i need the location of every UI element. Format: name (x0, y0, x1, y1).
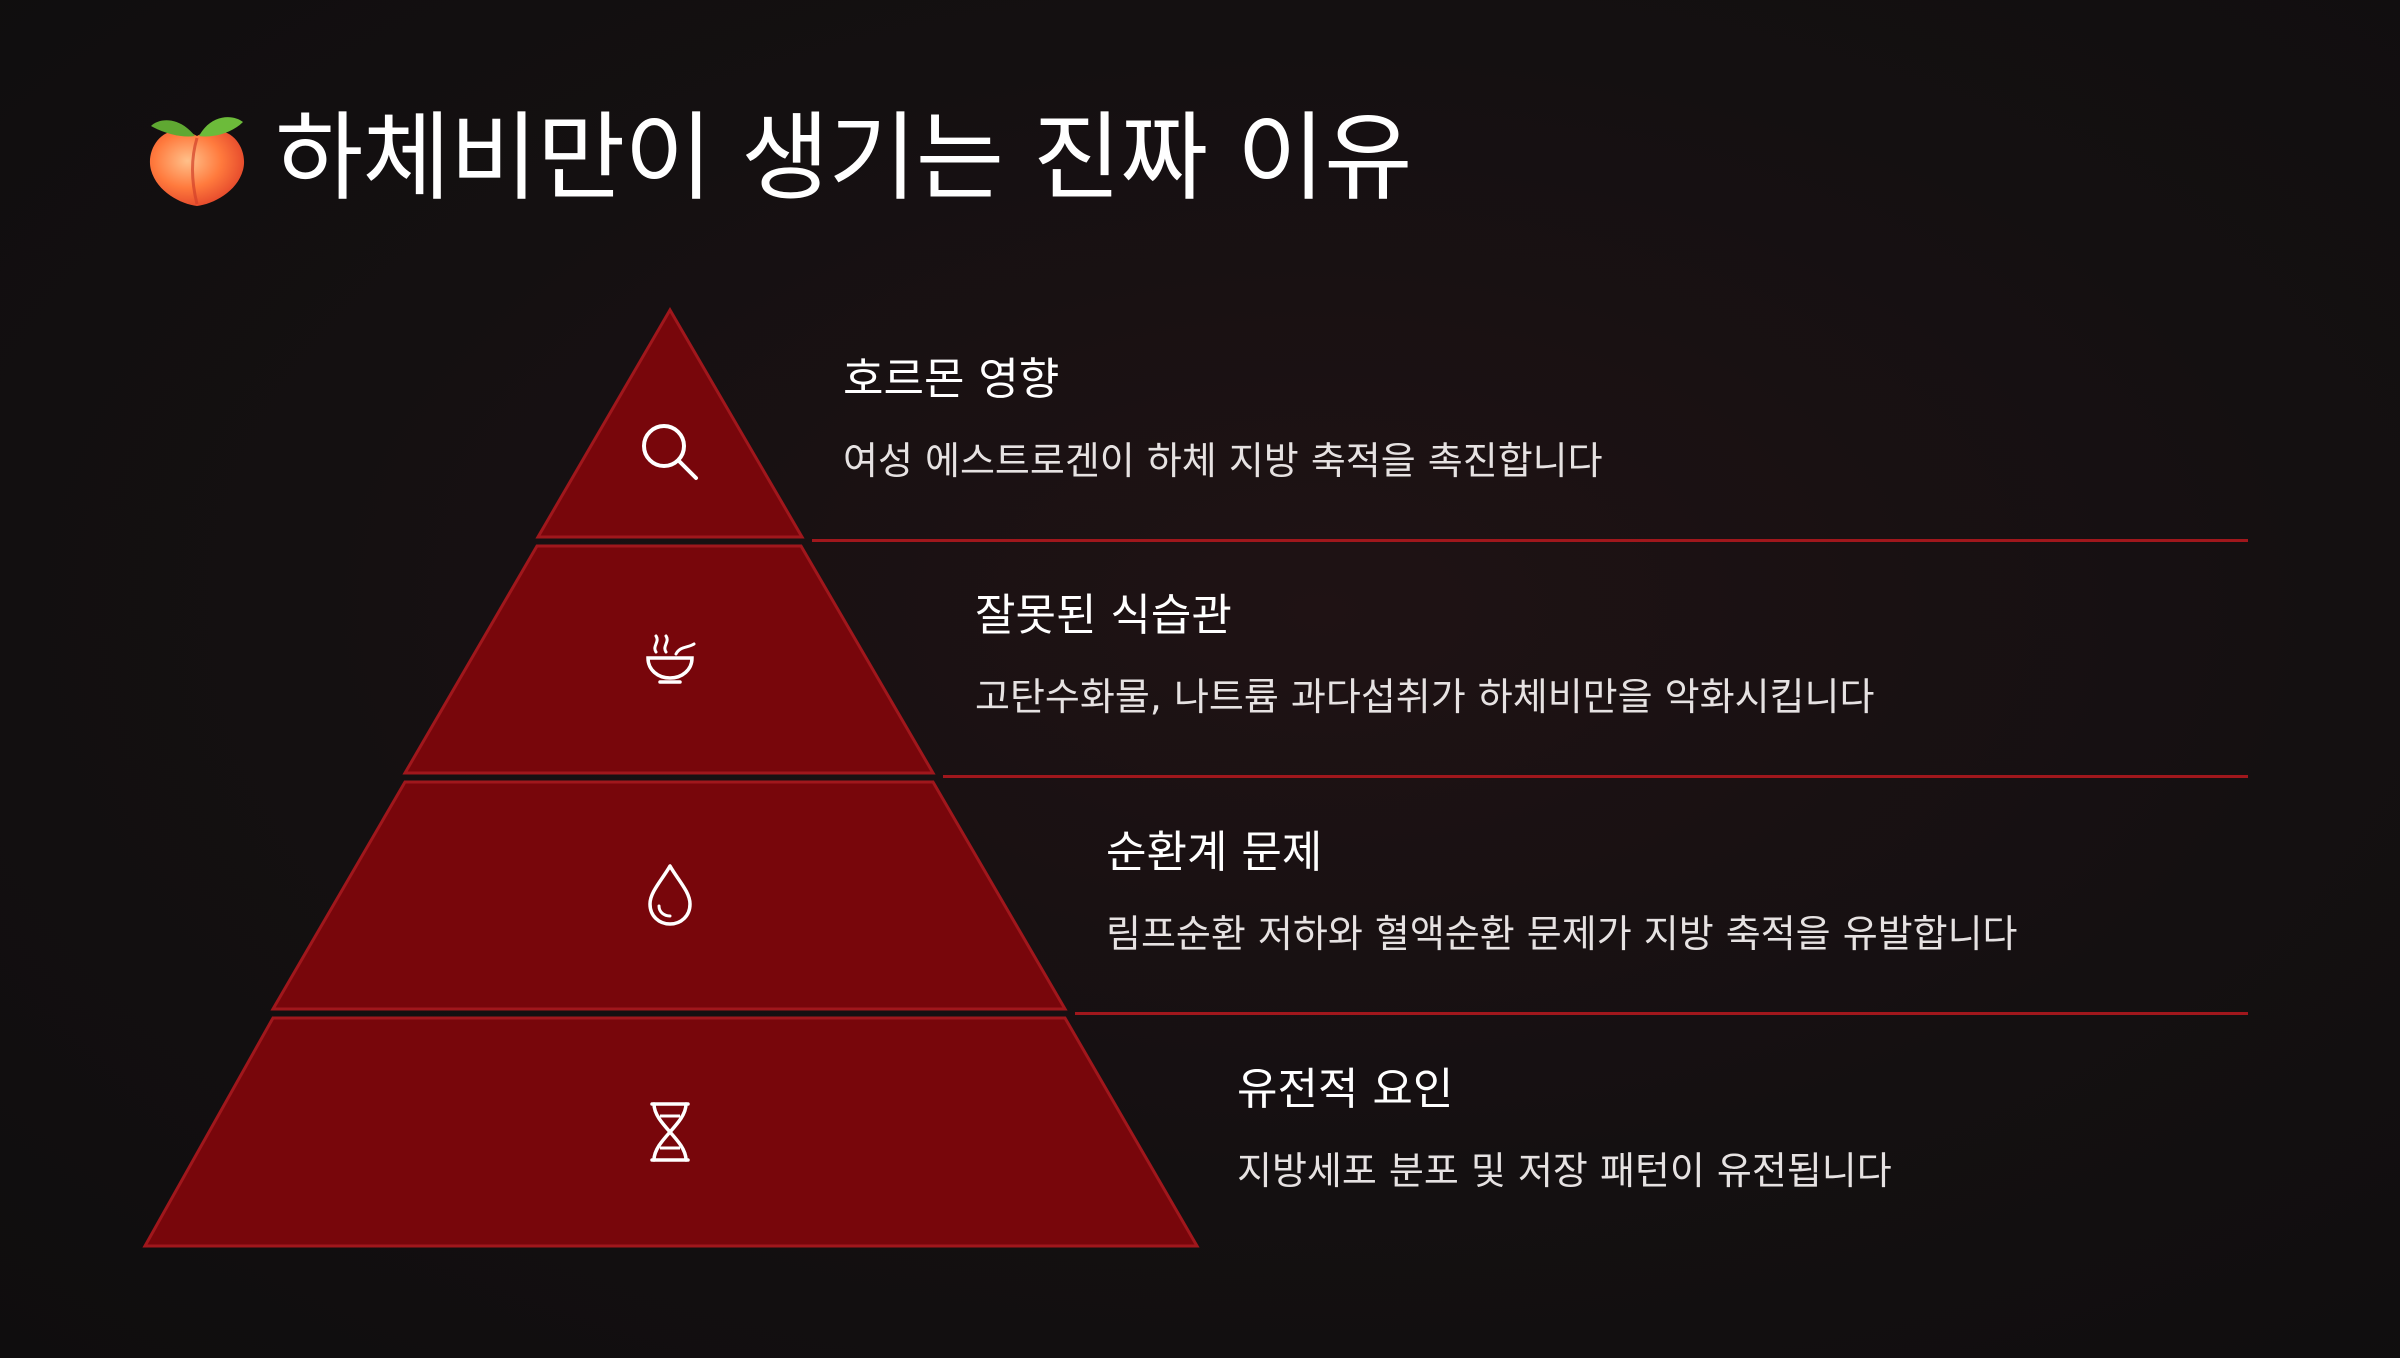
magnifier-icon (642, 424, 698, 480)
tier-1-text: 호르몬 영향 여성 에스트로겐이 하체 지방 축적을 촉진합니다 (843, 354, 1603, 483)
dna-icon (650, 1102, 690, 1162)
tier-1-description: 여성 에스트로겐이 하체 지방 축적을 촉진합니다 (843, 439, 1603, 483)
separator-3 (1075, 1012, 2248, 1015)
water-drop-icon (648, 864, 692, 926)
tier-2-heading: 잘못된 식습관 (975, 590, 1232, 641)
pyramid-tier-3 (270, 780, 1068, 1011)
page-title-text: 하체비만이 생기는 진짜 이유 (275, 102, 1412, 214)
tier-3-text: 순환계 문제 림프순환 저하와 혈액순환 문제가 지방 축적을 유발합니다 (1106, 827, 2018, 956)
tier-1-heading: 호르몬 영향 (843, 354, 1060, 405)
tier-4-text: 유전적 요인 지방세포 분포 및 저장 패턴이 유전됩니다 (1237, 1064, 1892, 1193)
pyramid-tier-1 (535, 307, 805, 539)
separator-2 (943, 775, 2248, 778)
separator-1 (812, 539, 2248, 542)
page-title: 하체비만이 생기는 진짜 이유 (145, 102, 1412, 214)
food-bowl-icon (646, 634, 696, 684)
tier-4-heading: 유전적 요인 (1237, 1064, 1454, 1115)
tier-3-heading: 순환계 문제 (1106, 827, 1323, 878)
peach-icon (149, 117, 245, 206)
tier-4-description: 지방세포 분포 및 저장 패턴이 유전됩니다 (1237, 1149, 1892, 1193)
tier-2-description: 고탄수화물, 나트륨 과다섭취가 하체비만을 악화시킵니다 (975, 675, 1875, 719)
tier-2-text: 잘못된 식습관 고탄수화물, 나트륨 과다섭취가 하체비만을 악화시킵니다 (975, 590, 1875, 719)
tier-3-description: 림프순환 저하와 혈액순환 문제가 지방 축적을 유발합니다 (1106, 912, 2018, 956)
